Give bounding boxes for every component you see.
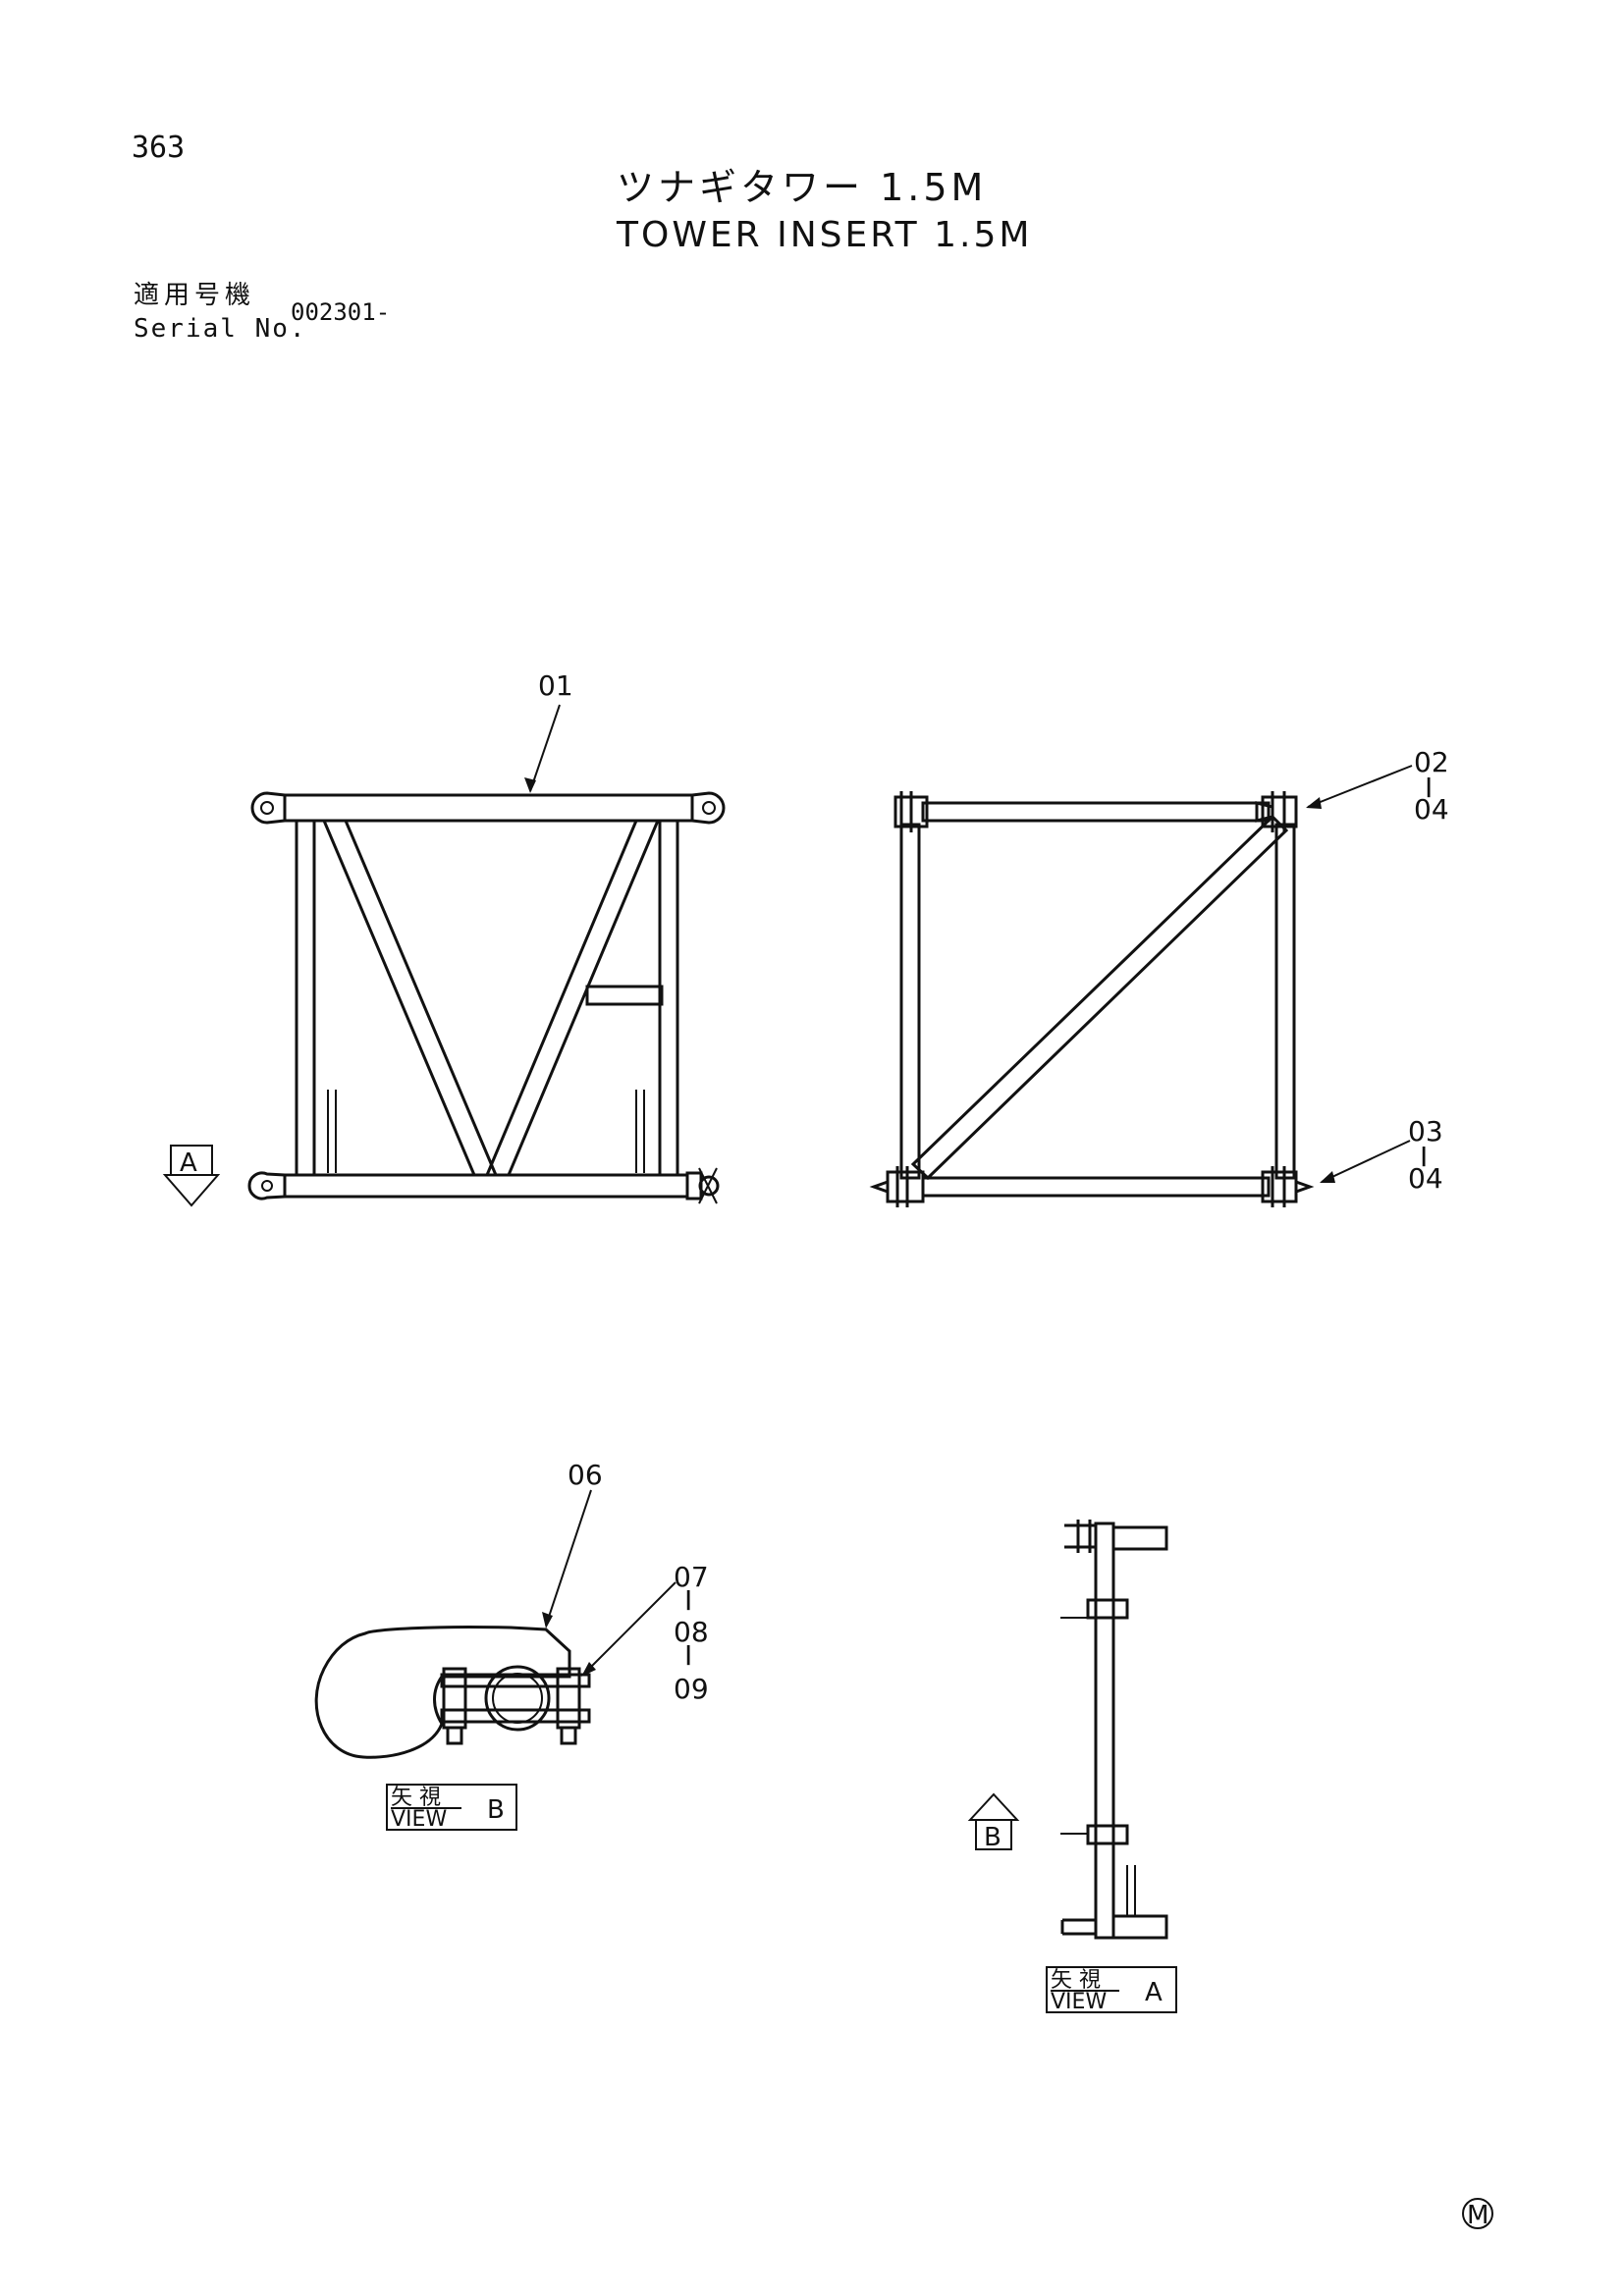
post-a-bottom-rail: [1111, 1914, 1168, 1940]
clamp-nut-right: [560, 1726, 577, 1745]
leader-02-04: [1307, 765, 1413, 808]
leader-06-arrowhead: [542, 1612, 553, 1629]
side-left-post: [899, 823, 921, 1180]
serial-value: 002301-: [291, 298, 391, 326]
horizontal-brace: [585, 985, 664, 1006]
serial-label-japanese: 適用号機: [134, 281, 256, 310]
leader-01-arrowhead: [524, 777, 536, 793]
callout-09: 09: [674, 1673, 709, 1705]
view-a-arrow: A: [162, 1145, 221, 1207]
callout-03-to: 04: [1408, 1162, 1443, 1195]
clamp-strap-top: [440, 1673, 591, 1688]
post-a-clamp-upper: [1086, 1598, 1129, 1620]
callout-06: 06: [568, 1459, 603, 1491]
bottom-left-lug-hole: [261, 1180, 273, 1192]
post-a-stub: [1126, 1865, 1136, 1916]
leader-02-04-arrowhead: [1306, 797, 1322, 809]
view-a-label-ja: 矢 視: [1051, 1968, 1101, 1993]
leader-06: [545, 1489, 592, 1627]
left-stub: [327, 1090, 337, 1173]
fitting-bottom-left-tab: [869, 1179, 890, 1195]
right-vertical: [658, 819, 679, 1177]
title-japanese: ツナギタワー 1.5M: [617, 166, 988, 209]
view-a-label-en: VIEW: [1051, 1990, 1107, 2014]
bottom-right-pin: [698, 1175, 720, 1197]
post-a-top-pins: [1064, 1520, 1096, 1553]
fitting-bottom-right: [1261, 1166, 1298, 1207]
view-a-post: [1060, 1520, 1168, 1940]
bottom-right-pin-clip: [698, 1167, 718, 1204]
top-chord: [283, 793, 694, 823]
left-diagonal: [321, 819, 499, 1177]
serial-label-english: Serial No.: [134, 314, 307, 344]
clamp-tube-outer: [484, 1665, 551, 1732]
view-b-arrow-letter: B: [984, 1823, 1001, 1852]
leader-07-09-arrowhead: [581, 1662, 596, 1677]
side-bottom-rail: [921, 1176, 1271, 1198]
side-right-post: [1274, 823, 1296, 1180]
top-left-lug: [250, 791, 286, 825]
left-vertical: [295, 819, 316, 1177]
view-a-letter: A: [1145, 1978, 1163, 2007]
callout-07: 07: [674, 1561, 709, 1593]
side-top-rail: [921, 801, 1271, 823]
view-a-caption: 矢 視 VIEW A: [1046, 1966, 1177, 2014]
callout-03-range-mark: I: [1420, 1141, 1428, 1173]
callout-08: 08: [674, 1616, 709, 1648]
clamp-plate: [314, 1625, 571, 1759]
view-b-clamp: [314, 1489, 677, 1759]
callout-02-to: 04: [1414, 793, 1449, 826]
bottom-chord: [283, 1173, 689, 1199]
callout-03: 03: [1408, 1115, 1443, 1148]
post-a-clamp-lower: [1086, 1824, 1129, 1845]
right-stub: [635, 1090, 645, 1173]
side-diagonal: [910, 814, 1289, 1181]
top-right-lug-hole: [702, 801, 716, 815]
leader-07-09: [582, 1581, 677, 1676]
front-view-frame: [247, 704, 726, 1204]
top-left-lug-hole: [260, 801, 274, 815]
leader-03-04: [1321, 1140, 1411, 1183]
leader-01: [529, 704, 561, 792]
fitting-bottom-right-tab: [1294, 1179, 1315, 1195]
side-view-frame: [869, 765, 1413, 1207]
corner-mark-letter: M: [1467, 2201, 1489, 2230]
post-a-bottom-pin: [1060, 1918, 1096, 1936]
clamp-nut-left: [446, 1726, 463, 1745]
fitting-top-left: [893, 791, 929, 832]
fitting-bottom-left: [886, 1166, 925, 1207]
top-right-lug: [691, 791, 726, 825]
leader-03-04-arrowhead: [1320, 1171, 1335, 1183]
corner-mark: M: [1462, 2198, 1493, 2230]
post-a-top-rail: [1111, 1525, 1168, 1551]
page-number: 363: [132, 131, 186, 165]
bottom-left-lug: [247, 1171, 286, 1201]
clamp-tube-inner: [492, 1673, 543, 1724]
post-a-main: [1094, 1522, 1115, 1940]
title-english: TOWER INSERT 1.5M: [617, 215, 1033, 255]
callout-01: 01: [538, 669, 573, 702]
view-b-label-en: VIEW: [391, 1807, 447, 1832]
fitting-top-right-tab: [1255, 801, 1274, 823]
callout-02: 02: [1414, 746, 1449, 778]
view-b-label-ja: 矢 視: [391, 1786, 441, 1810]
view-a-arrow-letter: A: [180, 1148, 197, 1178]
clamp-strap-bottom: [440, 1708, 591, 1724]
right-diagonal: [484, 819, 661, 1177]
callout-02-range-mark: I: [1425, 772, 1433, 804]
callout-07-range-mark: I: [684, 1584, 692, 1617]
view-b-arrow: B: [967, 1792, 1020, 1852]
callout-08-range-mark: I: [684, 1639, 692, 1672]
view-b-caption: 矢 視 VIEW B: [386, 1784, 517, 1832]
view-b-letter: B: [487, 1795, 505, 1825]
